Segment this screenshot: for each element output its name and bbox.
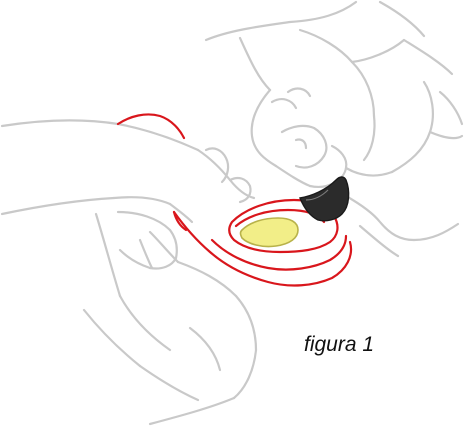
figure-caption: figura 1 [304, 333, 374, 357]
dark-clip [300, 177, 349, 221]
yellow-insert [241, 218, 299, 247]
lower-hand [2, 120, 256, 424]
